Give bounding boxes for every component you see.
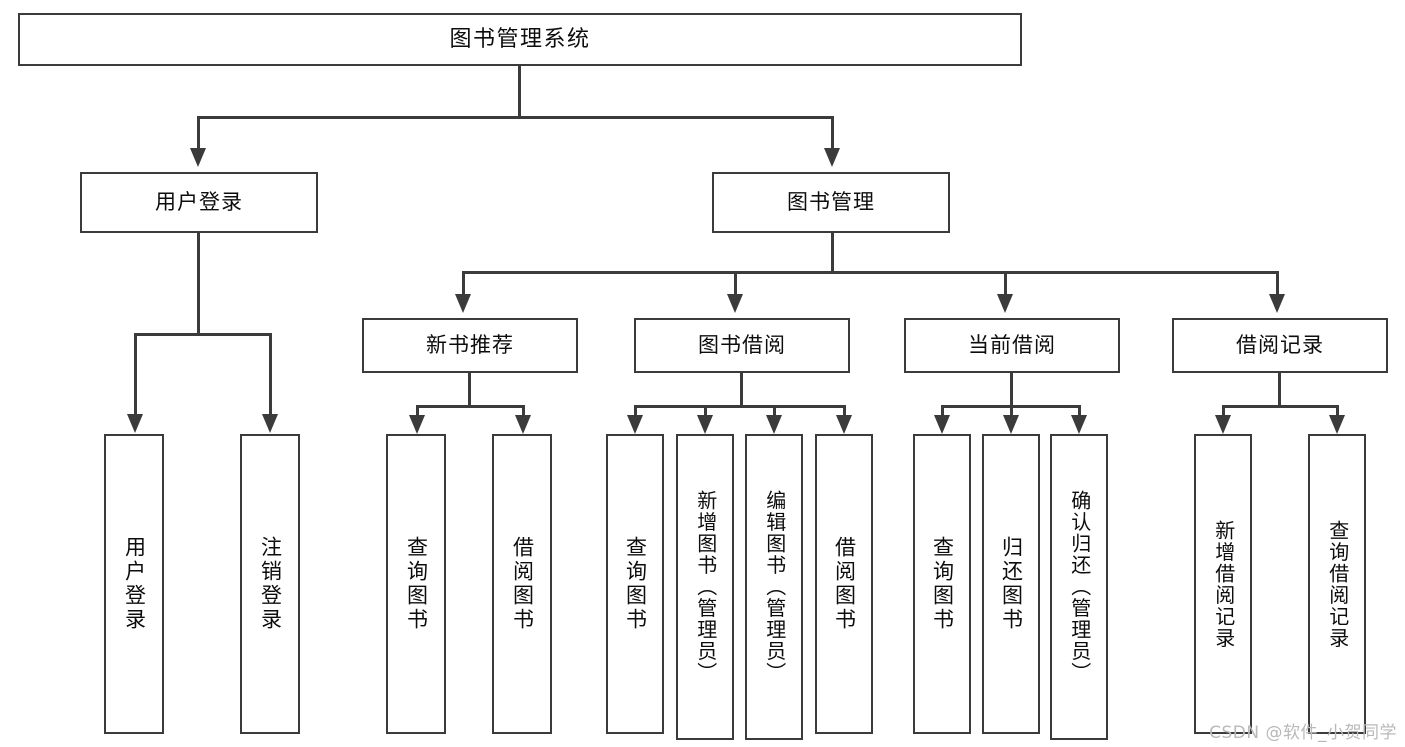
leaf-user-logout[interactable]: 注销登录 <box>240 434 300 734</box>
leaf-user-login-label: 用户登录 <box>122 536 147 632</box>
connector-root-stem <box>518 66 521 116</box>
arrow-down-icon-bookmgmt-3 <box>997 294 1013 313</box>
node-user-login-label: 用户登录 <box>155 190 243 215</box>
connector-currentborrow-stem <box>1010 373 1013 406</box>
node-book-borrow-label: 图书借阅 <box>698 333 786 358</box>
leaf-currentborrow-query-book-label: 查询图书 <box>930 536 955 632</box>
node-book-borrow[interactable]: 图书借阅 <box>634 318 850 373</box>
connector-newbook-stem <box>468 373 471 406</box>
connector-bookborrow-stem <box>740 373 743 406</box>
arrow-down-icon-bookmgmt-1 <box>455 294 471 313</box>
connector-newbook-drop-2 <box>522 405 525 417</box>
node-new-book-recommend[interactable]: 新书推荐 <box>362 318 578 373</box>
leaf-bookborrow-borrow-book-label: 借阅图书 <box>832 536 857 632</box>
connector-newbook-drop-1 <box>416 405 419 417</box>
node-book-management[interactable]: 图书管理 <box>712 172 950 233</box>
arrow-down-icon-root-2 <box>824 148 840 167</box>
arrow-down-icon-root-1 <box>190 148 206 167</box>
connector-userlogin-drop-2 <box>269 333 272 415</box>
connector-currentborrow-drop-1 <box>941 405 944 417</box>
leaf-currentborrow-return-book[interactable]: 归还图书 <box>982 434 1040 734</box>
connector-bookborrow-drop-4 <box>843 405 846 417</box>
node-user-login[interactable]: 用户登录 <box>80 172 318 233</box>
connector-root-bus <box>197 116 834 119</box>
connector-bookborrow-drop-1 <box>634 405 637 417</box>
connector-bookmgmt-drop-3 <box>1004 271 1007 295</box>
arrow-down-icon-bookmgmt-4 <box>1269 294 1285 313</box>
leaf-bookborrow-add-book[interactable]: 新增图书（管理员） <box>676 434 734 740</box>
node-new-book-recommend-label: 新书推荐 <box>426 333 514 358</box>
connector-bookmgmt-stem <box>831 233 834 272</box>
connector-borrowrecord-drop-2 <box>1336 405 1339 417</box>
node-root[interactable]: 图书管理系统 <box>18 13 1022 66</box>
connector-currentborrow-drop-2 <box>1010 405 1013 417</box>
leaf-currentborrow-confirm-return[interactable]: 确认归还（管理员） <box>1050 434 1108 740</box>
leaf-borrowrecord-query-record-label: 查询借阅记录 <box>1325 519 1350 649</box>
leaf-newbook-borrow-book[interactable]: 借阅图书 <box>492 434 552 734</box>
arrow-down-icon-userlogin-1 <box>127 414 143 433</box>
leaf-user-logout-label: 注销登录 <box>258 536 283 632</box>
leaf-borrowrecord-add-record-label: 新增借阅记录 <box>1211 519 1236 649</box>
node-borrow-record-label: 借阅记录 <box>1236 333 1324 358</box>
connector-bookborrow-drop-2 <box>704 405 707 417</box>
leaf-bookborrow-edit-book-label: 编辑图书（管理员） <box>762 490 787 684</box>
connector-borrowrecord-drop-1 <box>1222 405 1225 417</box>
connector-borrowrecord-stem <box>1278 373 1281 406</box>
connector-borrowrecord-bus <box>1222 405 1339 408</box>
arrow-down-icon-currentborrow-3 <box>1071 415 1087 434</box>
csdn-watermark: CSDN @软件_小贺同学 <box>1209 723 1397 743</box>
leaf-currentborrow-return-book-label: 归还图书 <box>999 536 1024 632</box>
leaf-bookborrow-query-book-label: 查询图书 <box>623 536 648 632</box>
connector-bookborrow-bus <box>634 405 846 408</box>
connector-bookmgmt-drop-2 <box>734 271 737 295</box>
node-current-borrow[interactable]: 当前借阅 <box>904 318 1120 373</box>
leaf-bookborrow-borrow-book[interactable]: 借阅图书 <box>815 434 873 734</box>
connector-bookborrow-drop-3 <box>773 405 776 417</box>
connector-userlogin-stem <box>197 233 200 334</box>
connector-userlogin-drop-1 <box>134 333 137 415</box>
connector-currentborrow-drop-3 <box>1078 405 1081 417</box>
arrow-down-icon-currentborrow-1 <box>934 415 950 434</box>
leaf-bookborrow-query-book[interactable]: 查询图书 <box>606 434 664 734</box>
node-current-borrow-label: 当前借阅 <box>968 333 1056 358</box>
arrow-down-icon-bookborrow-2 <box>697 415 713 434</box>
leaf-newbook-query-book[interactable]: 查询图书 <box>386 434 446 734</box>
arrow-down-icon-userlogin-2 <box>262 414 278 433</box>
arrow-down-icon-borrowrecord-2 <box>1329 415 1345 434</box>
arrow-down-icon-bookborrow-3 <box>766 415 782 434</box>
arrow-down-icon-newbook-1 <box>409 415 425 434</box>
node-borrow-record[interactable]: 借阅记录 <box>1172 318 1388 373</box>
connector-bookmgmt-drop-4 <box>1276 271 1279 295</box>
arrow-down-icon-currentborrow-2 <box>1003 415 1019 434</box>
leaf-bookborrow-add-book-label: 新增图书（管理员） <box>693 490 718 684</box>
leaf-bookborrow-edit-book[interactable]: 编辑图书（管理员） <box>745 434 803 740</box>
leaf-newbook-query-book-label: 查询图书 <box>404 536 429 632</box>
connector-userlogin-bus <box>134 333 272 336</box>
connector-bookmgmt-drop-1 <box>462 271 465 295</box>
arrow-down-icon-bookmgmt-2 <box>727 294 743 313</box>
leaf-user-login[interactable]: 用户登录 <box>104 434 164 734</box>
leaf-borrowrecord-query-record[interactable]: 查询借阅记录 <box>1308 434 1366 734</box>
leaf-currentborrow-confirm-return-label: 确认归还（管理员） <box>1067 490 1092 684</box>
arrow-down-icon-bookborrow-1 <box>627 415 643 434</box>
node-root-label: 图书管理系统 <box>449 26 591 52</box>
connector-newbook-bus <box>416 405 525 408</box>
arrow-down-icon-bookborrow-4 <box>836 415 852 434</box>
connector-bookmgmt-bus <box>462 271 1279 274</box>
leaf-currentborrow-query-book[interactable]: 查询图书 <box>913 434 971 734</box>
node-book-management-label: 图书管理 <box>787 190 875 215</box>
arrow-down-icon-newbook-2 <box>515 415 531 434</box>
connector-root-drop-1 <box>197 116 200 149</box>
connector-root-drop-2 <box>831 116 834 149</box>
leaf-borrowrecord-add-record[interactable]: 新增借阅记录 <box>1194 434 1252 734</box>
leaf-newbook-borrow-book-label: 借阅图书 <box>510 536 535 632</box>
arrow-down-icon-borrowrecord-1 <box>1215 415 1231 434</box>
